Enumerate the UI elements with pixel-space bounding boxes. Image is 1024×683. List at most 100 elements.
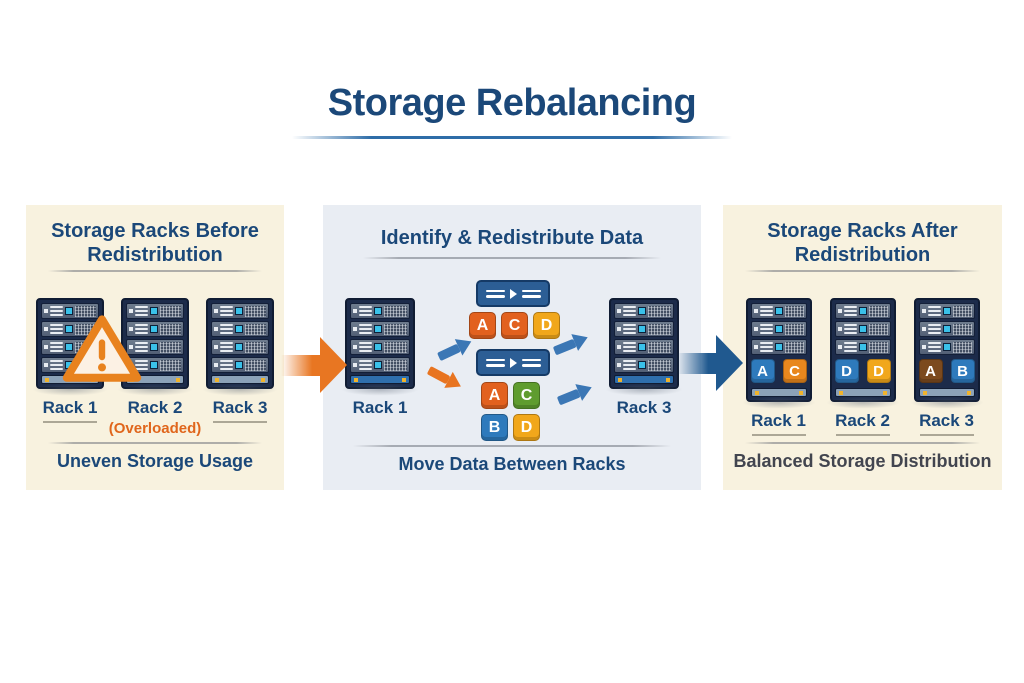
power-indicator (44, 327, 48, 331)
drive-led-icon (150, 361, 158, 369)
power-indicator (837, 327, 842, 331)
vent-grid (648, 341, 671, 353)
panel-title: Identify & Redistribute Data (380, 227, 644, 249)
server-unit (350, 303, 410, 319)
server-unit (211, 303, 269, 319)
vent-grid (384, 341, 407, 353)
vent-grid (384, 359, 407, 371)
block-tray: A B (918, 357, 975, 386)
server-unit (126, 321, 184, 337)
panel-after-redistribution: Storage Racks After Redistribution A C R… (723, 205, 1002, 490)
divider (48, 270, 262, 272)
data-block: D (533, 312, 560, 339)
drive-led-icon (942, 325, 951, 333)
panel-lines (927, 342, 941, 352)
label-underline (43, 421, 97, 423)
drive-led-icon (150, 343, 158, 351)
panel-before-redistribution: Storage Racks Before Redistribution Rack… (26, 205, 284, 490)
server-rack (604, 298, 684, 396)
vent-grid (952, 305, 972, 317)
panel-title-line2: Redistribution (794, 243, 931, 266)
vent-grid (245, 341, 266, 353)
rack-shadow (604, 383, 684, 396)
transfer-bar-icon (476, 280, 550, 307)
panel-lines (135, 324, 148, 334)
vent-grid (160, 305, 181, 317)
power-indicator (753, 309, 758, 313)
rack-group-3: A B Rack 3 (908, 298, 985, 436)
label-underline (213, 421, 267, 423)
power-indicator (617, 345, 621, 349)
server-unit (211, 357, 269, 373)
drive-led-icon (638, 343, 646, 351)
bar-lines (485, 289, 505, 298)
vent-grid (245, 359, 266, 371)
panel-lines (220, 360, 233, 370)
panel-caption: Balanced Storage Distribution (733, 451, 992, 471)
power-indicator (921, 345, 926, 349)
server-unit (614, 321, 674, 337)
rack-label: Rack 2 (127, 398, 183, 417)
drive-led-icon (65, 307, 73, 315)
drive-led-icon (858, 307, 867, 315)
server-unit (614, 303, 674, 319)
rack-base (350, 375, 410, 384)
power-indicator (214, 327, 218, 331)
panel-lines (220, 306, 233, 316)
panel-lines (50, 342, 63, 352)
vent-grid (384, 305, 407, 317)
drive-led-icon (374, 307, 382, 315)
server-unit (834, 321, 891, 337)
rack-base (750, 388, 807, 397)
server-unit (41, 321, 99, 337)
vent-grid (245, 305, 266, 317)
data-block: A (469, 312, 496, 339)
flow-arrow-orange-icon (281, 336, 347, 394)
server-rack: A B (908, 298, 985, 409)
server-unit (41, 303, 99, 319)
server-unit (918, 339, 975, 355)
rack-group-2: D D Rack 2 (824, 298, 901, 436)
server-unit (350, 357, 410, 373)
rack-shadow (116, 383, 194, 396)
panel-lines (135, 342, 148, 352)
drive-led-icon (638, 307, 646, 315)
server-unit (614, 357, 674, 373)
power-indicator (837, 309, 842, 313)
vent-grid (75, 305, 96, 317)
drive-led-icon (374, 343, 382, 351)
panel-title: Storage Racks After Redistribution (723, 220, 1002, 267)
play-icon (509, 357, 517, 368)
drive-led-icon (638, 361, 646, 369)
panel-caption: Uneven Storage Usage (56, 451, 254, 471)
server-unit (211, 321, 269, 337)
data-block: D (866, 359, 891, 383)
overloaded-label: (Overloaded) (108, 420, 202, 437)
data-block: B (481, 414, 508, 441)
vent-grid (160, 359, 181, 371)
panel-lines (135, 306, 148, 316)
panel-lines (359, 342, 372, 352)
power-indicator (129, 345, 133, 349)
server-unit (750, 339, 807, 355)
drive-led-icon (858, 343, 867, 351)
server-unit (834, 339, 891, 355)
data-block: A (918, 359, 943, 383)
panel-lines (759, 306, 773, 316)
vent-grid (648, 305, 671, 317)
power-indicator (617, 309, 621, 313)
vent-grid (648, 323, 671, 335)
vent-grid (648, 359, 671, 371)
vent-grid (160, 323, 181, 335)
panel-lines (623, 306, 636, 316)
divider (745, 270, 980, 272)
rack-label: Rack 3 (212, 398, 268, 417)
power-indicator (214, 309, 218, 313)
rack-label: Rack 3 (616, 398, 672, 417)
panel-lines (359, 360, 372, 370)
panel-title-line1: Storage Racks After (767, 220, 958, 242)
page-title: Storage Rebalancing (327, 82, 697, 124)
drive-led-icon (942, 343, 951, 351)
block-tray: A C (750, 357, 807, 386)
power-indicator (617, 327, 621, 331)
